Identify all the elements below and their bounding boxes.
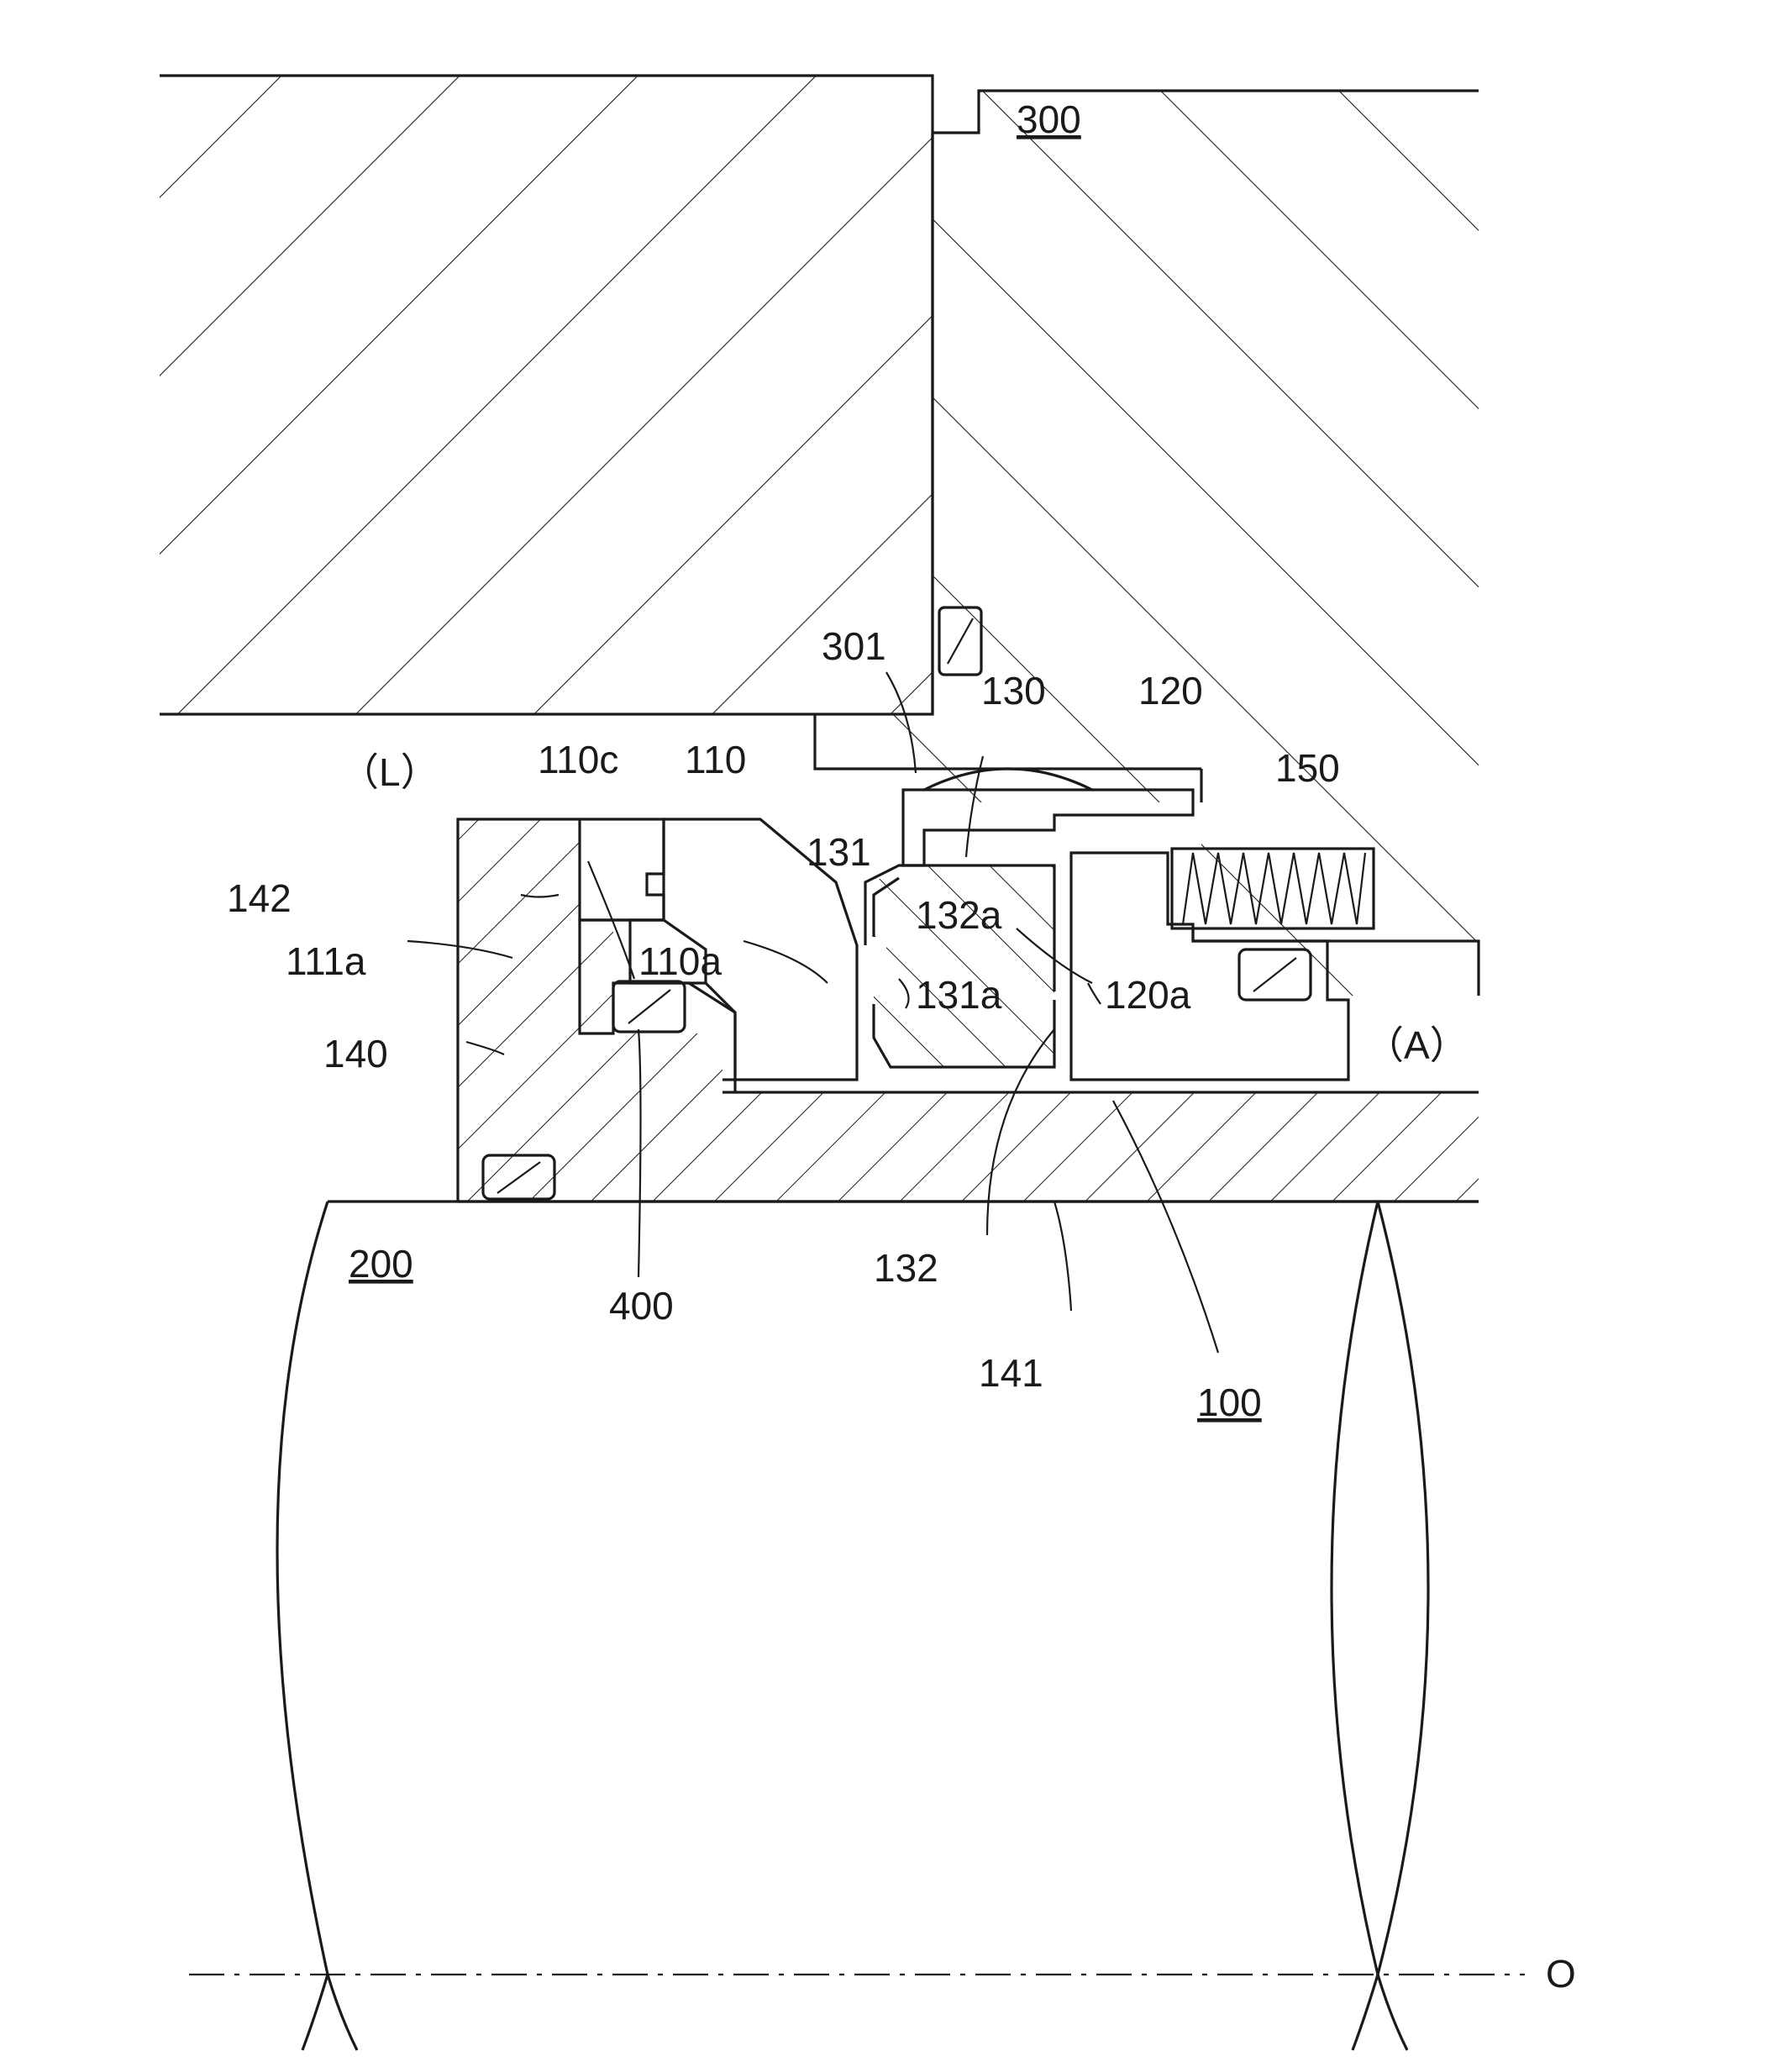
shaft: [277, 1202, 1479, 2050]
label-100: 100: [1197, 1380, 1262, 1424]
label-110a: 110a: [638, 939, 722, 983]
label-120: 120: [1138, 669, 1203, 713]
left-housing-block: [160, 76, 933, 714]
label-132a: 132a: [916, 893, 1002, 937]
label-200: 200: [349, 1242, 413, 1286]
label-150: 150: [1275, 746, 1340, 790]
label-300: 300: [1017, 97, 1081, 141]
label-141: 141: [979, 1351, 1043, 1395]
label-120a: 120a: [1105, 973, 1191, 1017]
label-131a: 131a: [916, 973, 1002, 1017]
seal-o-ring: [613, 981, 685, 1032]
label-liquid-side: （L）: [340, 750, 439, 794]
label-140: 140: [323, 1032, 388, 1075]
label-atmosphere-side: （A）: [1365, 1023, 1469, 1067]
label-130: 130: [981, 669, 1046, 713]
label-142: 142: [227, 876, 292, 920]
label-301: 301: [822, 624, 886, 668]
cover-member-body: [865, 830, 1054, 1067]
label-400: 400: [609, 1284, 674, 1328]
label-110: 110: [685, 738, 746, 781]
label-111a: 111a: [286, 939, 366, 983]
label-131: 131: [807, 830, 871, 874]
label-axis-o: O: [1546, 1952, 1576, 1996]
label-132: 132: [874, 1246, 938, 1290]
label-110c: 110c: [538, 738, 618, 781]
